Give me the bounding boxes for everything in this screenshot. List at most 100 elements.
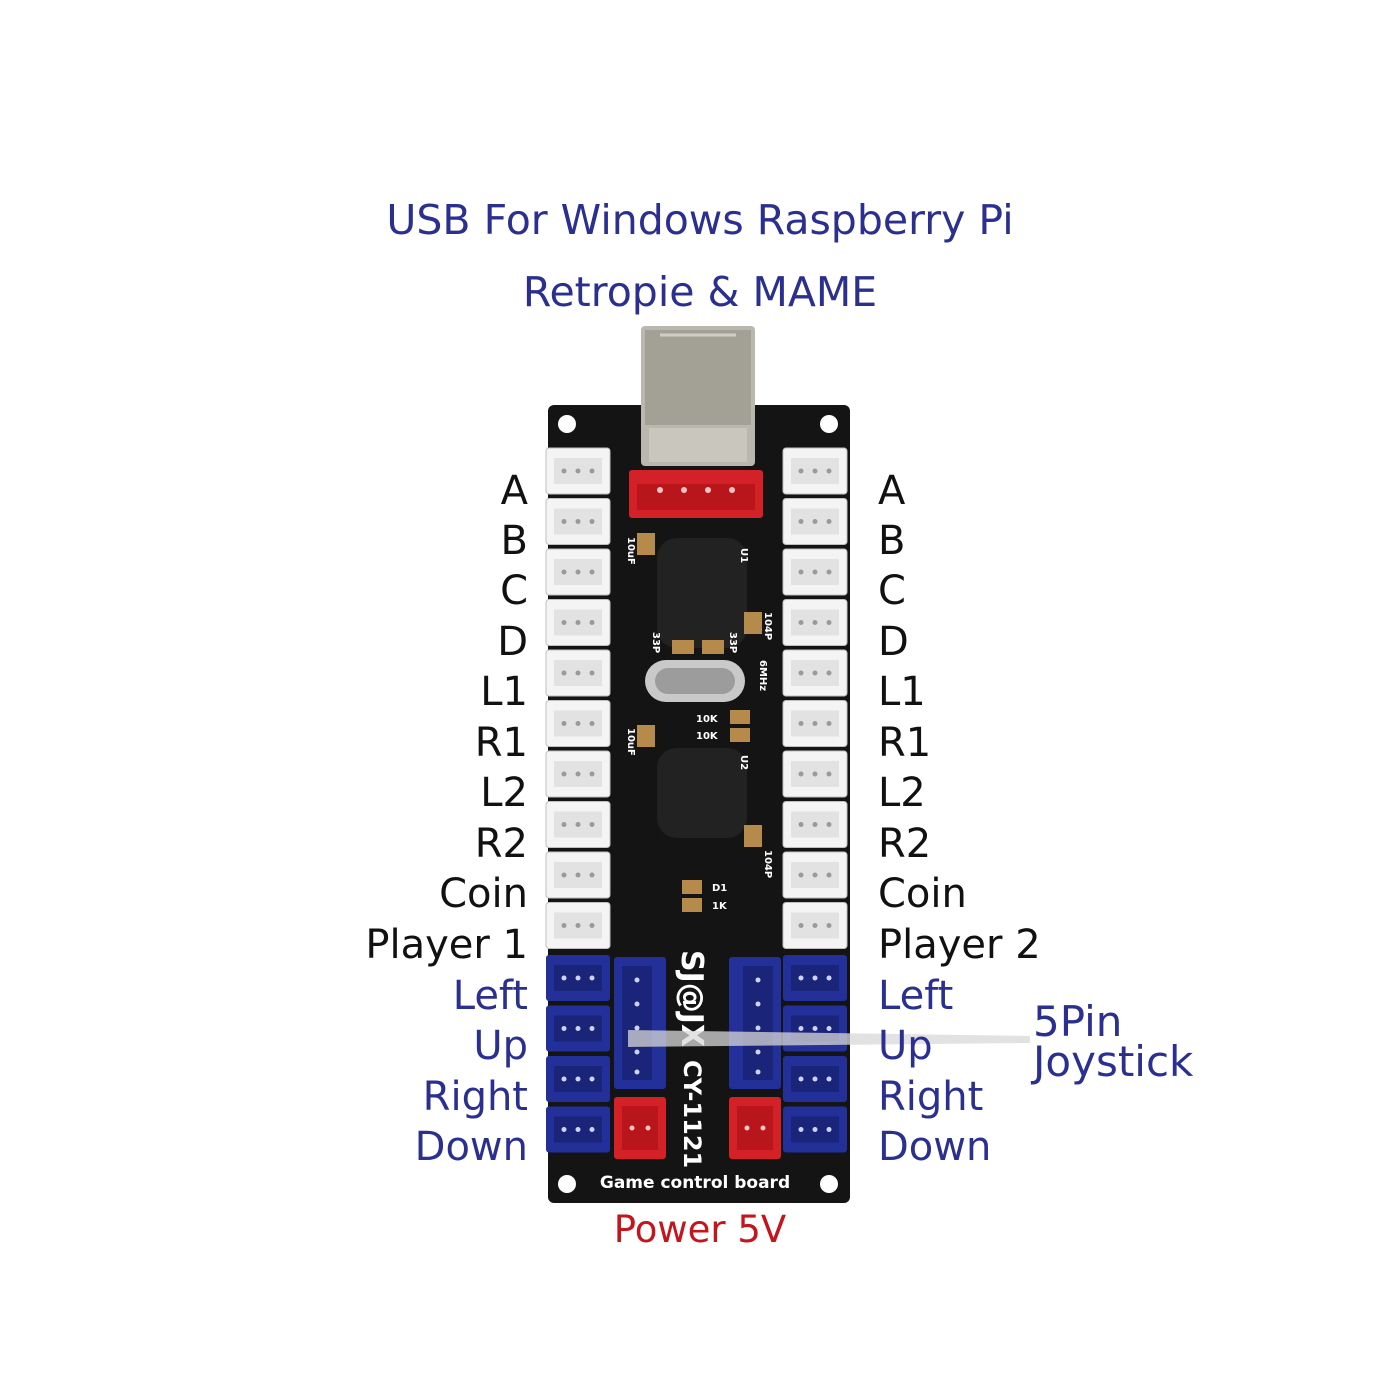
- left-label-l2: L2: [480, 770, 528, 816]
- connector-right-left: [783, 955, 847, 1001]
- joystick-callout-line-2: Joystick: [1033, 1037, 1194, 1086]
- resistor-10k-2: [730, 728, 750, 742]
- connector-right-r1: [782, 700, 848, 747]
- silk-u2: U2: [738, 755, 749, 770]
- connector-left-l2: [545, 750, 611, 798]
- connector-left-coin: [545, 851, 611, 899]
- chip-u2: [657, 748, 747, 838]
- connector-left-left: [546, 955, 610, 1001]
- right-label-l2: L2: [878, 770, 926, 816]
- connector-left-r2: [545, 801, 611, 848]
- power-header-left: [614, 1097, 666, 1159]
- capacitor-33p-right: [702, 640, 724, 654]
- usb-b-connector: [641, 326, 755, 466]
- silk-d1: D1: [712, 883, 727, 894]
- left-label-a: A: [500, 468, 528, 514]
- left-label-coin: Coin: [439, 871, 528, 917]
- right-label-r1: R1: [878, 720, 932, 766]
- resistor-1k: [682, 898, 702, 912]
- capacitor-10uf-mid: [637, 725, 655, 747]
- resistor-10k-1: [730, 710, 750, 724]
- mounting-hole-top-right: [820, 415, 838, 433]
- title-line-1: USB For Windows Raspberry Pi: [386, 196, 1014, 244]
- connector-right-down: [783, 1106, 847, 1153]
- connector-left-d: [545, 599, 611, 646]
- connector-left-right: [546, 1056, 610, 1102]
- left-label-b: B: [500, 518, 528, 564]
- right-label-left: Left: [878, 973, 954, 1019]
- silk-10uf-mid: 10uF: [625, 728, 636, 756]
- joystick-callout-line-1: 5Pin: [1033, 997, 1123, 1046]
- left-label-r2: R2: [474, 821, 528, 867]
- left-label-r1: R1: [474, 720, 528, 766]
- silk-1k: 1K: [712, 901, 728, 912]
- right-label-d: D: [878, 619, 909, 665]
- connector-left-c: [545, 548, 611, 596]
- silk-33p-left: 33P: [650, 632, 661, 653]
- left-label-l1: L1: [480, 669, 528, 715]
- connector-left-down: [546, 1106, 610, 1153]
- mounting-hole-top-left: [558, 415, 576, 433]
- connector-right-l2: [782, 750, 848, 798]
- right-label-player: Player 2: [878, 922, 1041, 968]
- connector-left-l1: [545, 649, 611, 697]
- right-label-down: Down: [878, 1124, 992, 1170]
- left-label-d: D: [497, 619, 528, 665]
- left-label-right: Right: [422, 1074, 528, 1120]
- power-header-right: [729, 1097, 781, 1159]
- connector-left-b: [545, 498, 611, 545]
- silk-33p-right: 33P: [727, 632, 738, 653]
- right-label-l1: L1: [878, 669, 926, 715]
- mounting-hole-bottom-left: [558, 1175, 576, 1193]
- right-label-right: Right: [878, 1074, 984, 1120]
- right-label-coin: Coin: [878, 871, 967, 917]
- silk-10k-2: 10K: [696, 731, 719, 742]
- connector-right-player: [782, 902, 848, 949]
- joystick-direction-connectors: [546, 955, 847, 1153]
- silk-u1: U1: [738, 548, 749, 563]
- left-label-c: C: [500, 568, 528, 614]
- connector-right-a: [782, 447, 848, 495]
- right-label-c: C: [878, 568, 906, 614]
- connector-right-l1: [782, 649, 848, 697]
- silk-104p-top: 104P: [762, 612, 773, 640]
- right-label-r2: R2: [878, 821, 932, 867]
- connector-left-player: [545, 902, 611, 949]
- connector-right-c: [782, 548, 848, 596]
- silk-10uf-top: 10uF: [625, 537, 636, 565]
- joystick-5pin-header-left: [614, 957, 666, 1089]
- diode-d1: [682, 880, 702, 894]
- capacitor-10uf-top: [637, 533, 655, 555]
- crystal-oscillator: [645, 660, 745, 702]
- chip-u1: [657, 538, 747, 648]
- title-line-2: Retropie & MAME: [522, 268, 878, 316]
- joystick-callout-pointer: [628, 1030, 1030, 1047]
- left-button-connectors: [545, 447, 611, 949]
- power-label: Power 5V: [613, 1208, 787, 1251]
- connector-left-up: [546, 1005, 610, 1052]
- right-label-up: Up: [878, 1023, 933, 1069]
- right-button-connectors: [782, 447, 848, 949]
- left-label-player: Player 1: [365, 922, 528, 968]
- right-label-a: A: [878, 468, 906, 514]
- joystick-5pin-header-right: [729, 957, 781, 1089]
- connector-right-r2: [782, 801, 848, 848]
- connector-right-coin: [782, 851, 848, 899]
- connector-right-b: [782, 498, 848, 545]
- left-label-up: Up: [473, 1023, 528, 1069]
- capacitor-104p-top: [744, 612, 762, 634]
- silk-10k-1: 10K: [696, 714, 719, 725]
- board-caption: Game control board: [600, 1173, 790, 1193]
- connector-right-right: [783, 1056, 847, 1102]
- capacitor-33p-left: [672, 640, 694, 654]
- left-label-down: Down: [414, 1124, 528, 1170]
- connector-left-a: [545, 447, 611, 495]
- connector-left-r1: [545, 700, 611, 747]
- silk-104p-bottom: 104P: [762, 850, 773, 878]
- capacitor-104p-bottom: [744, 825, 762, 847]
- silk-6mhz: 6MHz: [757, 660, 768, 691]
- connector-right-d: [782, 599, 848, 646]
- mounting-hole-bottom-right: [820, 1175, 838, 1193]
- top-red-header: [629, 470, 763, 518]
